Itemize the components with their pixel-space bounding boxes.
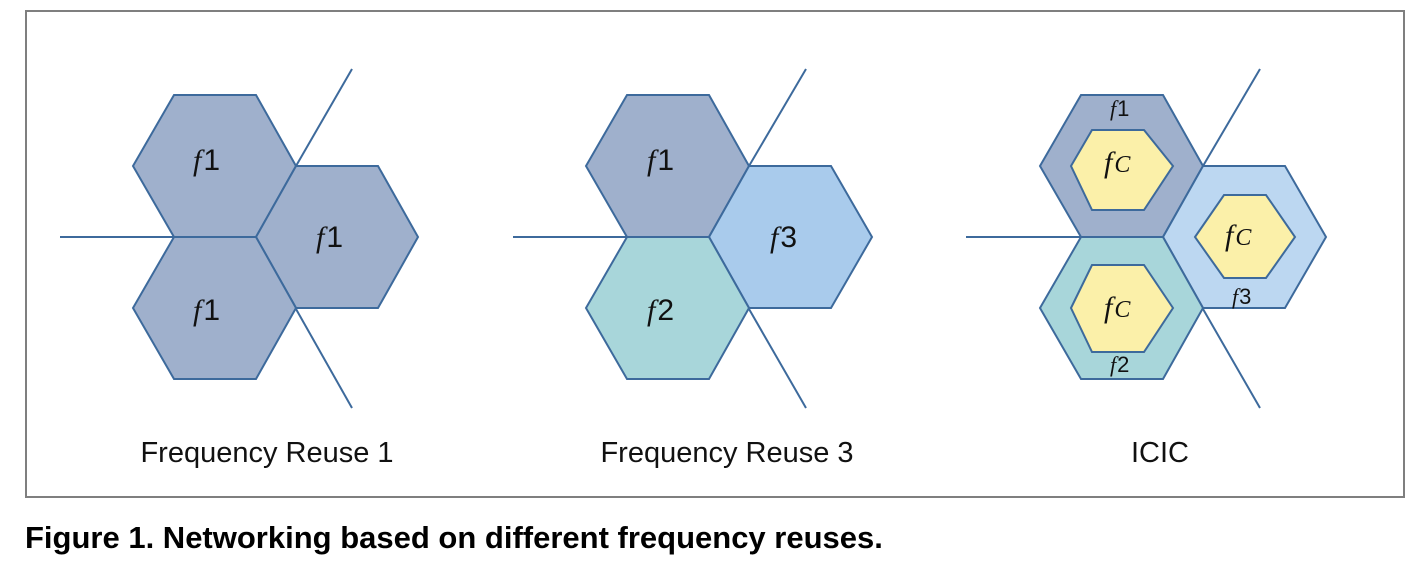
cell-label: f1 <box>193 144 220 177</box>
hex-center-cell <box>1069 129 1175 211</box>
diagram-icic: f1 f3 f2 fC fC fC ICIC <box>966 68 1328 469</box>
sector-line <box>295 308 353 409</box>
cell-outer-label: f2 <box>1110 352 1129 377</box>
figure-caption: Figure 1. Networking based on different … <box>25 520 883 555</box>
cell-outer-label: f3 <box>1232 284 1251 309</box>
cell-label: f2 <box>647 294 674 327</box>
diagram-caption: ICIC <box>1131 437 1189 469</box>
cell-label: f1 <box>316 221 343 254</box>
sector-line <box>748 308 807 409</box>
diagram-reuse-1: f1 f1 f1 Frequency Reuse 1 <box>60 68 420 469</box>
diagram-reuse-3: f1 f3 f2 Frequency Reuse 3 <box>513 68 874 469</box>
hex-cell <box>131 236 298 380</box>
diagram-caption: Frequency Reuse 3 <box>600 437 853 469</box>
cell-label: f1 <box>647 144 674 177</box>
hex-cell-f2 <box>584 236 751 380</box>
cell-outer-label: f1 <box>1110 96 1129 121</box>
cell-label: f3 <box>770 221 797 254</box>
sector-line <box>295 68 353 167</box>
hex-center-cell <box>1069 264 1175 353</box>
sector-line <box>748 68 807 167</box>
sector-line <box>1202 308 1261 409</box>
cell-label: f1 <box>193 294 220 327</box>
hex-center-cell <box>1193 194 1297 279</box>
diagram-caption: Frequency Reuse 1 <box>140 437 393 469</box>
sector-line <box>1202 68 1261 167</box>
